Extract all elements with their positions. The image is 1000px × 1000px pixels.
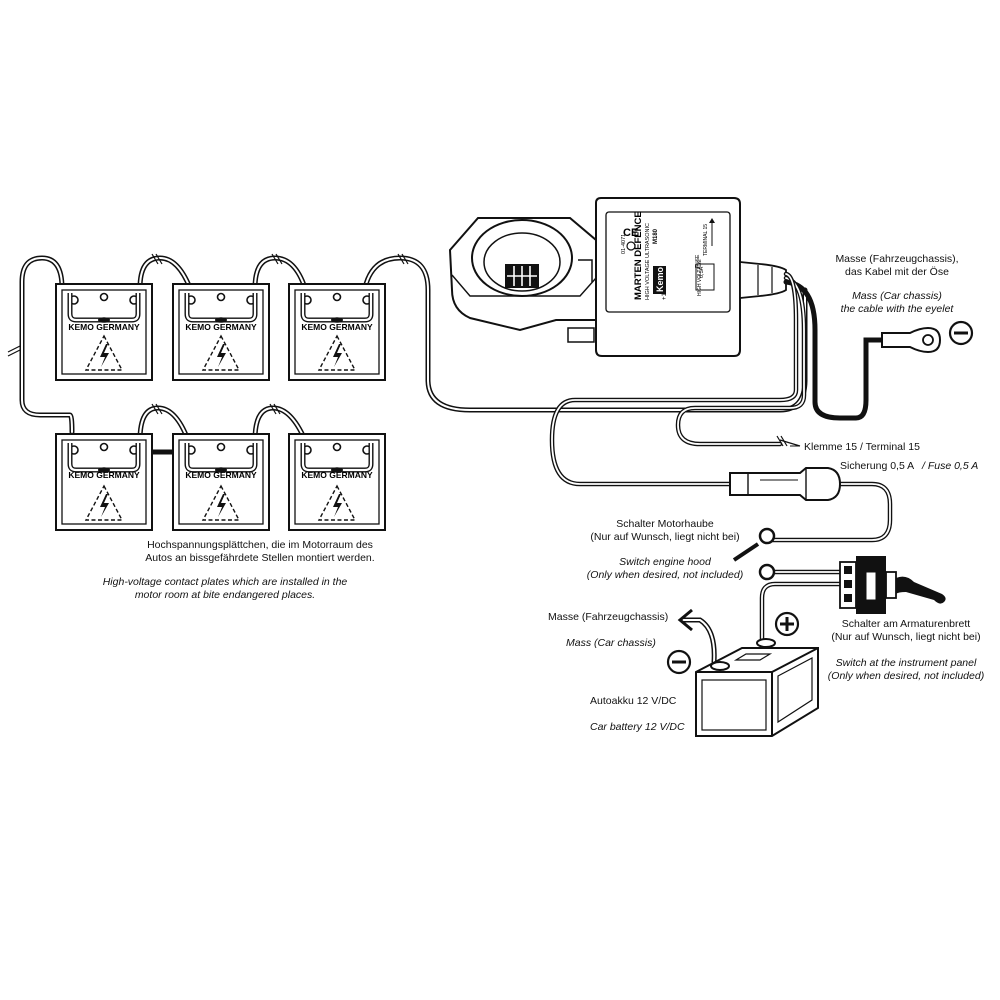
contact-plate: KEMO GERMANY xyxy=(173,284,269,380)
device-code: 01-4071 xyxy=(621,234,627,254)
panel-switch-label-en: Switch at the instrument panel (Only whe… xyxy=(827,657,985,682)
car-battery xyxy=(695,638,819,737)
battery-label-de: Autoakku 12 V/DC xyxy=(590,695,677,707)
device-model: M180 xyxy=(653,228,659,244)
hood-switch-label-de: Schalter Motorhaube (Nur auf Wunsch, lie… xyxy=(590,518,740,543)
hood-switch-label-en: Switch engine hood (Only when desired, n… xyxy=(586,556,744,581)
device-terminal: TERMINAL 15 xyxy=(703,224,709,256)
device-fuse-value: 0,5A xyxy=(699,266,705,278)
fuse-holder xyxy=(729,467,842,501)
chassis-label-de: Masse (Fahrzeugchassis) xyxy=(548,611,669,623)
ground-label-de: Masse (Fahrzeugchassis), das Kabel mit d… xyxy=(835,253,959,278)
terminal15-label: Klemme 15 / Terminal 15 xyxy=(804,441,920,453)
device-high-voltage: HIGH VOLTAGE xyxy=(697,259,703,296)
device-subtitle: HIGH VOLTAGE ULTRASONIC xyxy=(645,223,651,300)
control-unit: CE MARTEN DEFENCE HIGH VOLTAGE ULTRASONI… xyxy=(595,197,787,357)
plate-brand: KEMO GERMANY xyxy=(68,322,140,332)
dashboard-switch xyxy=(839,556,946,614)
contact-plate: KEMO GERMANY xyxy=(173,434,269,530)
device-title: MARTEN DEFENCE xyxy=(633,211,644,300)
ground-eyelet xyxy=(881,326,942,354)
plates-label-de: Hochspannungsplättchen, die im Motorraum… xyxy=(145,539,375,564)
battery-minus-symbol xyxy=(666,649,692,675)
battery-plus-symbol xyxy=(774,611,800,637)
device-logo: Kemo xyxy=(655,266,665,292)
hood-switch xyxy=(732,527,776,581)
ground-label-en: Mass (Car chassis) the cable with the ey… xyxy=(840,290,954,315)
chassis-arrow xyxy=(677,608,693,632)
contact-plate: KEMO GERMANY xyxy=(56,284,152,380)
contact-plate: KEMO GERMANY xyxy=(56,434,152,530)
plate-brand: KEMO GERMANY xyxy=(301,470,373,480)
plate-brand: KEMO GERMANY xyxy=(185,322,257,332)
battery-label-en: Car battery 12 V/DC xyxy=(590,721,685,733)
fuse-label-de: Sicherung 0,5 A xyxy=(840,460,915,472)
device-fuse: FUSE xyxy=(695,254,701,268)
panel-switch-label-de: Schalter am Armaturenbrett (Nur auf Wuns… xyxy=(831,618,981,643)
plate-brand: KEMO GERMANY xyxy=(185,470,257,480)
fuse-label-en: / Fuse 0,5 A xyxy=(922,460,979,472)
contact-plate: KEMO GERMANY xyxy=(289,434,385,530)
plate-brand: KEMO GERMANY xyxy=(68,470,140,480)
ultrasonic-speaker xyxy=(448,217,597,343)
plates-label-en: High-voltage contact plates which are in… xyxy=(102,576,348,601)
minus-symbol xyxy=(948,320,974,346)
plate-brand: KEMO GERMANY xyxy=(301,322,373,332)
chassis-label-en: Mass (Car chassis) xyxy=(566,637,656,649)
contact-plate: KEMO GERMANY xyxy=(289,284,385,380)
ce-mark: CE xyxy=(623,227,638,239)
